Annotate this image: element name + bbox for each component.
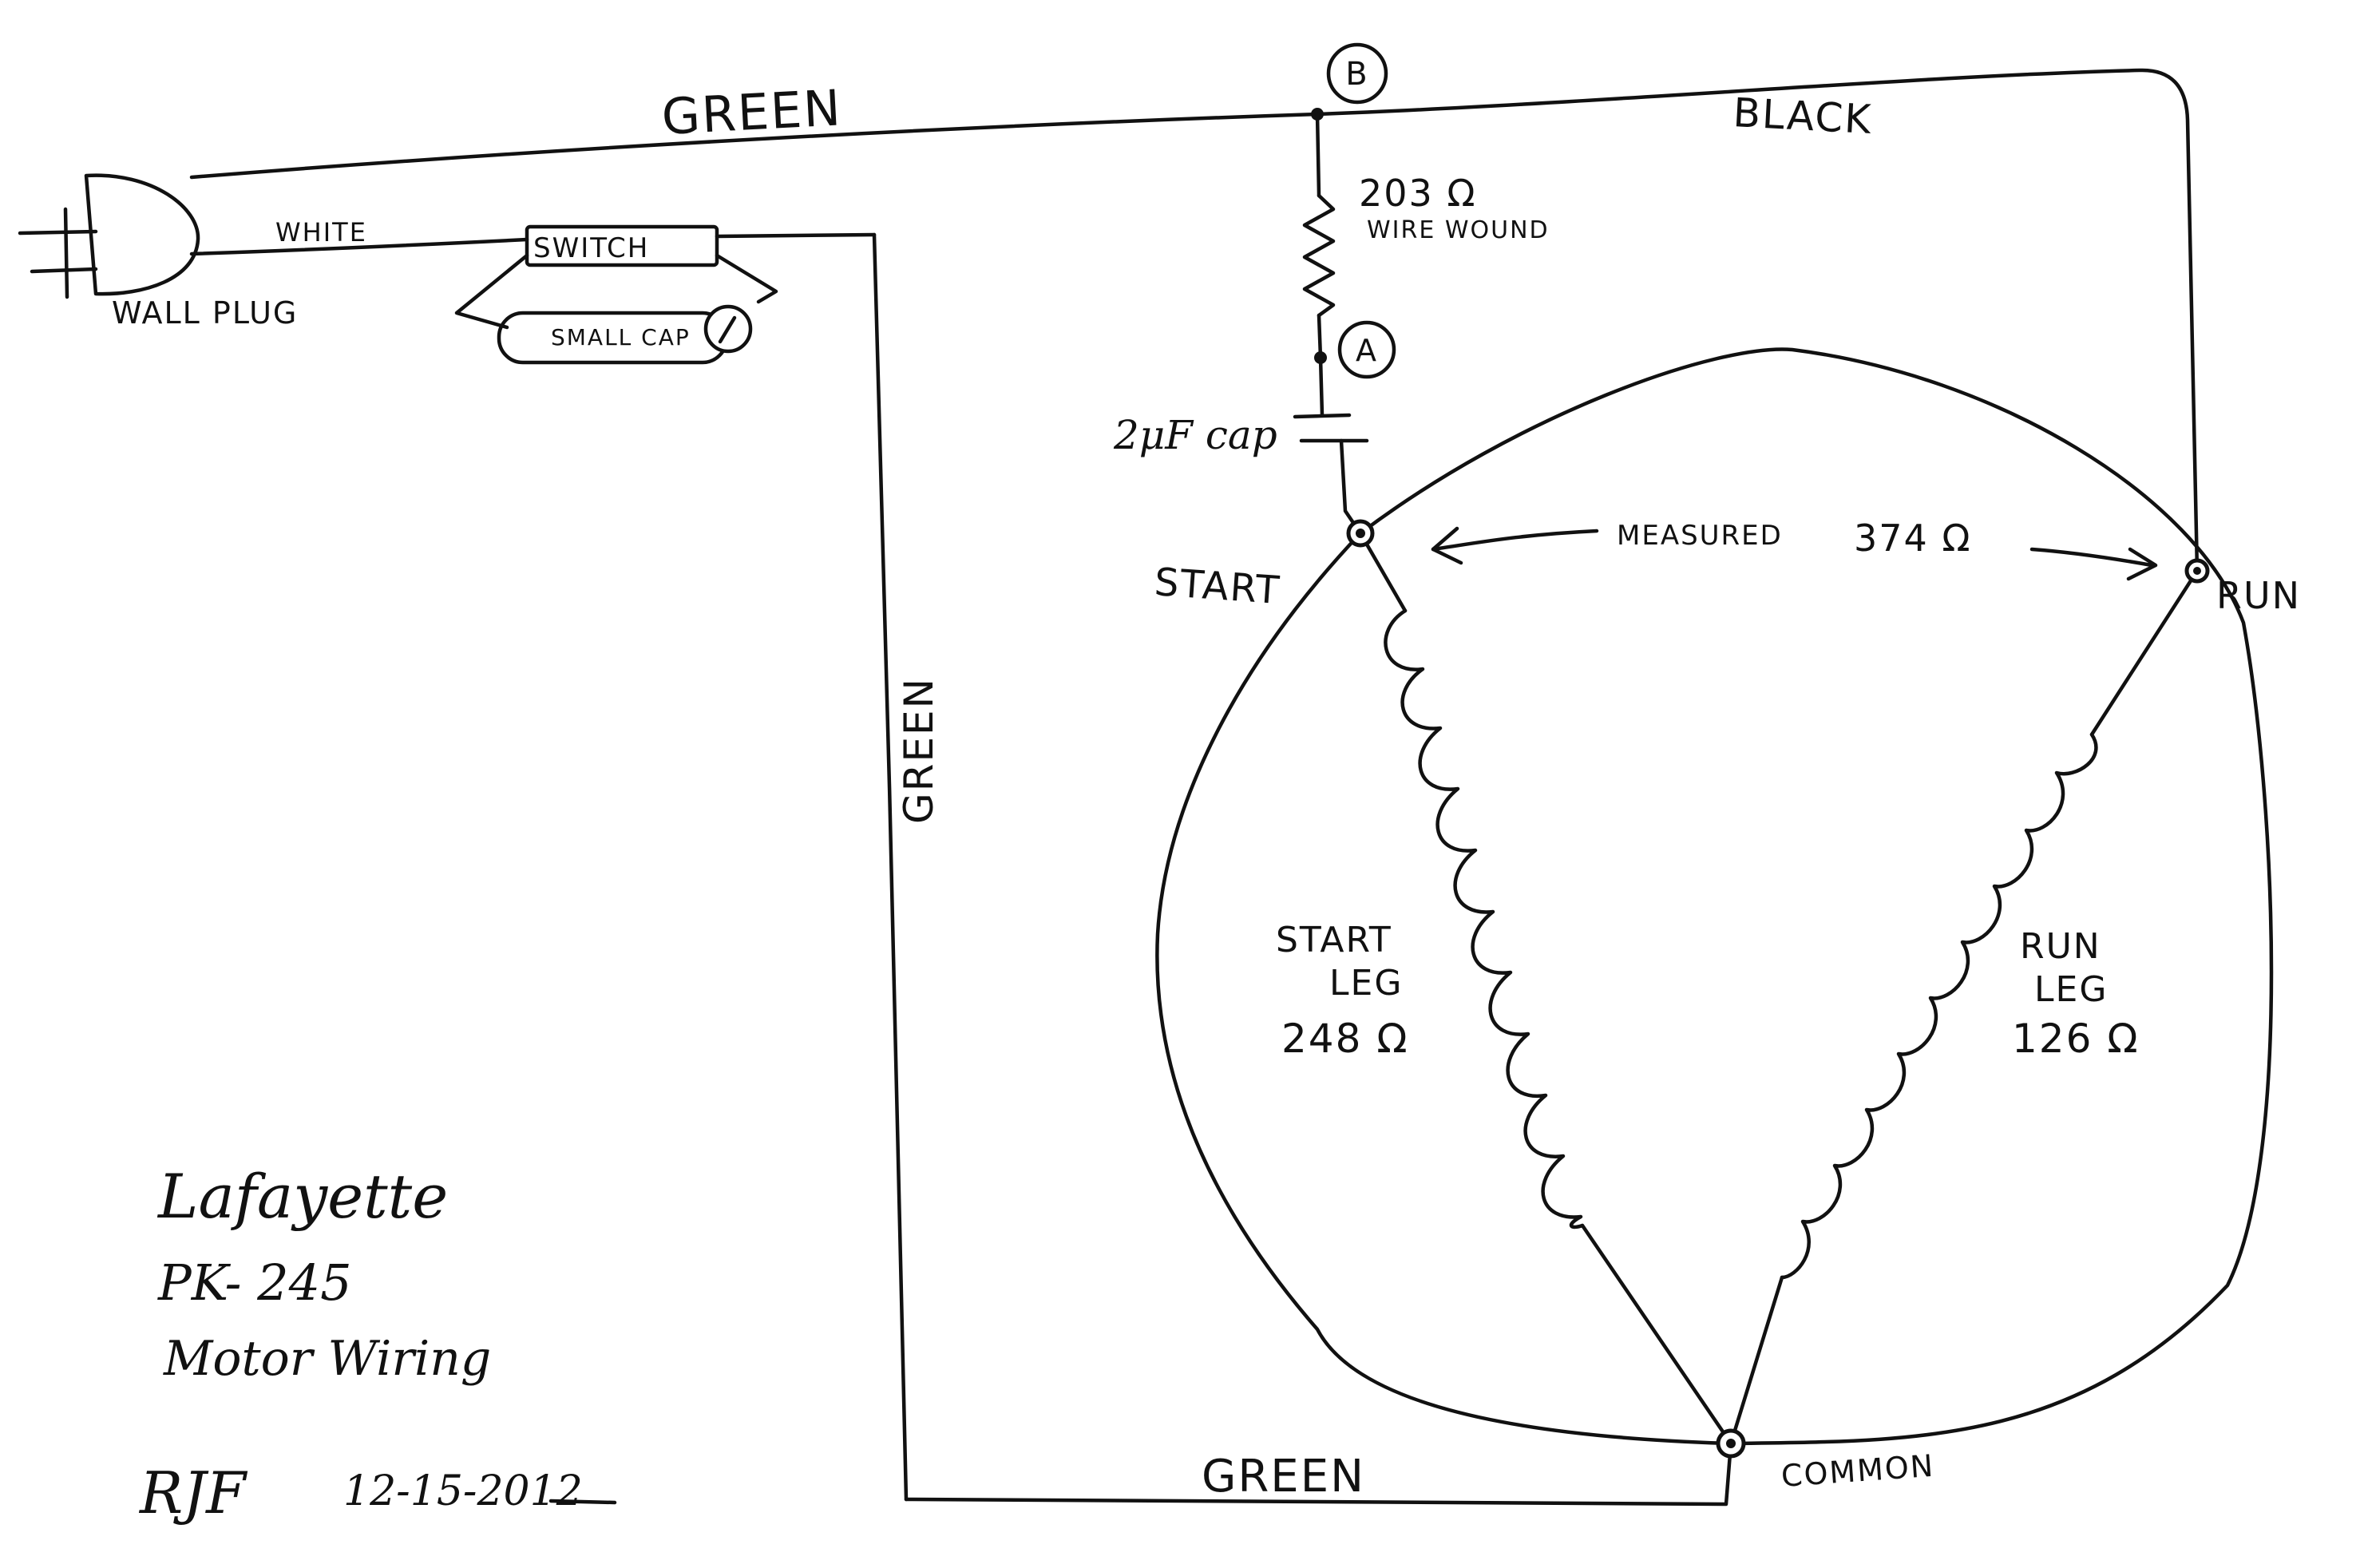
title-line1: Lafayette <box>156 1161 448 1232</box>
wire-bottom-green <box>904 1441 1733 1507</box>
resistor-type-label: WIRE WOUND <box>1367 216 1550 244</box>
run-leg-label-line1: RUN <box>2020 926 2101 967</box>
small-cap-label: SMALL CAP <box>551 324 691 350</box>
node-b-marker <box>1326 42 1388 105</box>
measured-arrow-right <box>2029 547 2158 581</box>
capacitor-label: 2μF cap <box>1113 412 1277 458</box>
signature-underline <box>548 1499 617 1505</box>
white-label: WHITE <box>275 217 367 247</box>
title-line3: Motor Wiring <box>163 1331 491 1387</box>
wire-vertical-green <box>872 232 909 1502</box>
wire-a-to-cap <box>1318 355 1325 418</box>
top-green-label: GREEN <box>660 78 843 146</box>
run-leg-label-line2: LEG <box>2034 969 2108 1010</box>
node-a-marker <box>1337 320 1396 379</box>
wall-plug-label: WALL PLUG <box>112 295 298 331</box>
start-leg-winding[interactable] <box>1384 608 1585 1229</box>
start-leg-label-line1: START <box>1276 920 1392 960</box>
wall-plug-icon <box>18 173 200 299</box>
wire-black <box>1315 68 2200 573</box>
title-line2: PK- 245 <box>157 1253 352 1312</box>
start-leg-lead-bottom <box>1580 1223 1733 1446</box>
wire-cap-to-start <box>1339 438 1363 536</box>
resistor-value-label: 203 Ω <box>1359 172 1477 215</box>
start-leg-label-line2: LEG <box>1329 963 1403 1004</box>
run-leg-value: 126 Ω <box>2012 1016 2140 1062</box>
motor-housing-outline <box>1155 347 2274 1446</box>
signature-date: 12-15-2012 <box>343 1467 583 1515</box>
start-terminal-label: START <box>1153 560 1282 613</box>
start-terminal[interactable] <box>1346 519 1375 548</box>
run-terminal-label: RUN <box>2216 574 2301 617</box>
vertical-green-label: GREEN <box>896 677 942 824</box>
capacitor-icon <box>1293 413 1369 443</box>
common-terminal[interactable] <box>1716 1428 1746 1459</box>
bottom-green-label: GREEN <box>1202 1451 1365 1503</box>
start-leg-value: 248 Ω <box>1281 1016 1409 1062</box>
measured-arrow-left <box>1431 526 1599 565</box>
wire-switch-out <box>715 232 877 239</box>
run-leg-lead-bottom <box>1728 1275 1784 1446</box>
wire-white <box>189 237 529 256</box>
wire-b-to-resistor <box>1315 112 1321 198</box>
common-terminal-label: COMMON <box>1780 1448 1936 1494</box>
switch-label: SWITCH <box>533 232 649 264</box>
wire-resistor-to-a <box>1317 313 1323 360</box>
run-leg-winding[interactable] <box>1780 732 2098 1280</box>
node-b-label: B <box>1345 56 1368 93</box>
black-label: BLACK <box>1732 89 1873 143</box>
switch-icon[interactable] <box>525 224 719 267</box>
resistor-icon <box>1302 193 1336 318</box>
run-terminal[interactable] <box>2184 558 2210 584</box>
signature-initials: RJF <box>138 1459 248 1526</box>
node-a-label: A <box>1356 333 1378 368</box>
start-leg-lead-top <box>1358 531 1408 613</box>
small-cap-icon <box>454 253 778 365</box>
run-leg-lead-top <box>2089 568 2200 737</box>
measured-value: 374 Ω <box>1854 517 1972 560</box>
wire-top-green <box>189 112 1320 180</box>
measured-label: MEASURED <box>1617 520 1783 552</box>
